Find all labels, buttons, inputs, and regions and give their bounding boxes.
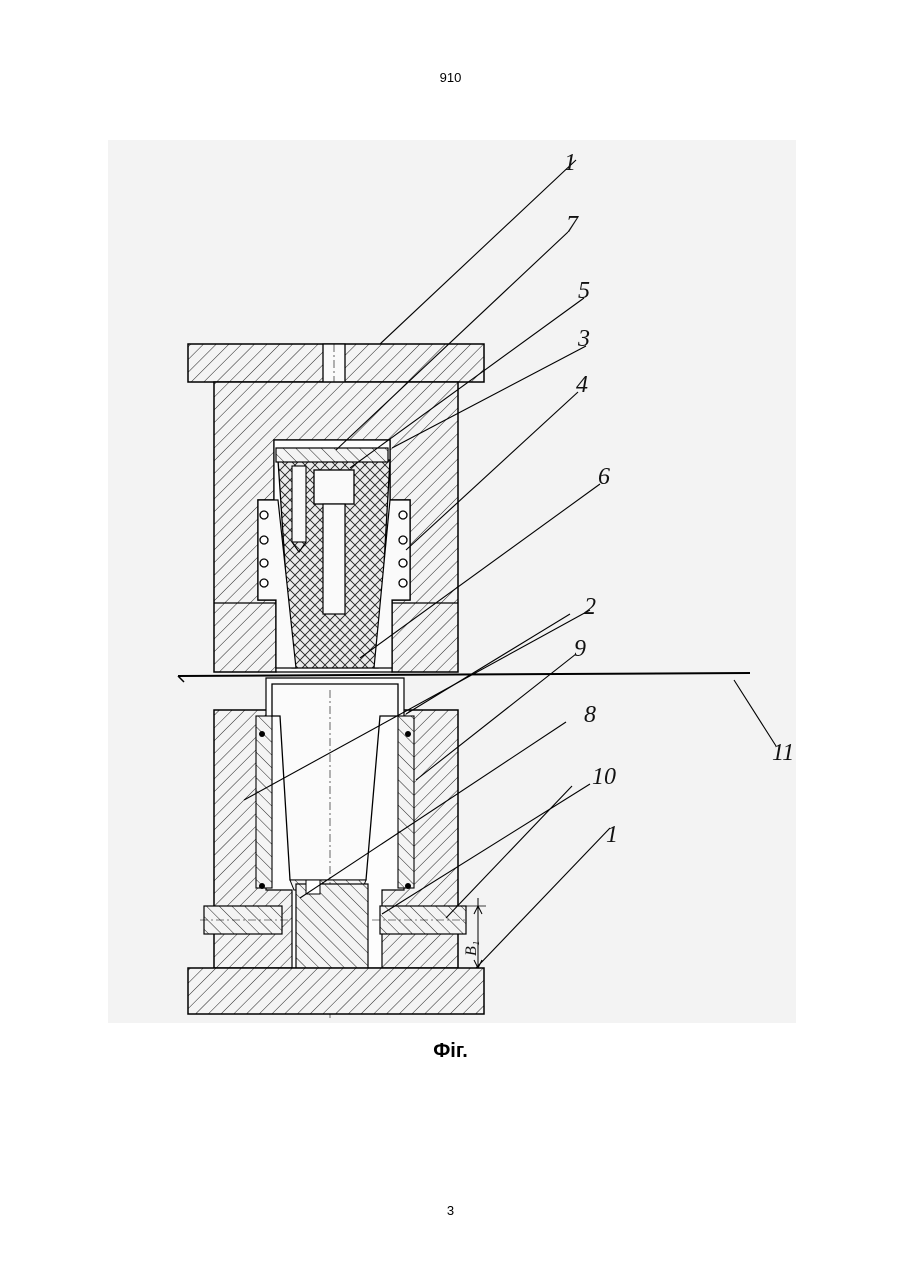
page-number: 3 <box>0 1203 901 1218</box>
callout-8: 8 <box>584 702 596 728</box>
callout-10: 10 <box>592 764 616 790</box>
callout-9: 9 <box>574 636 586 662</box>
dimension-b1: B₁ <box>463 941 480 956</box>
callout-3: 3 <box>577 326 590 352</box>
callout-2: 2 <box>584 594 596 620</box>
ejector-8 <box>296 884 368 968</box>
callout-5: 5 <box>578 278 590 304</box>
guide-pin <box>292 466 306 542</box>
head-5 <box>314 470 354 504</box>
callout-1-bottom: 1 <box>606 822 618 848</box>
plate-3 <box>276 448 388 462</box>
callout-1-top: 1 <box>564 150 576 176</box>
callout-4: 4 <box>576 372 588 398</box>
callout-11: 11 <box>772 740 794 766</box>
figure-caption: Фіг. <box>0 1040 901 1063</box>
callout-7: 7 <box>566 212 579 238</box>
bottom-plate <box>188 968 484 1014</box>
insert-wall-right <box>398 716 414 888</box>
insert-wall-left <box>256 716 272 888</box>
callout-6: 6 <box>598 464 610 490</box>
